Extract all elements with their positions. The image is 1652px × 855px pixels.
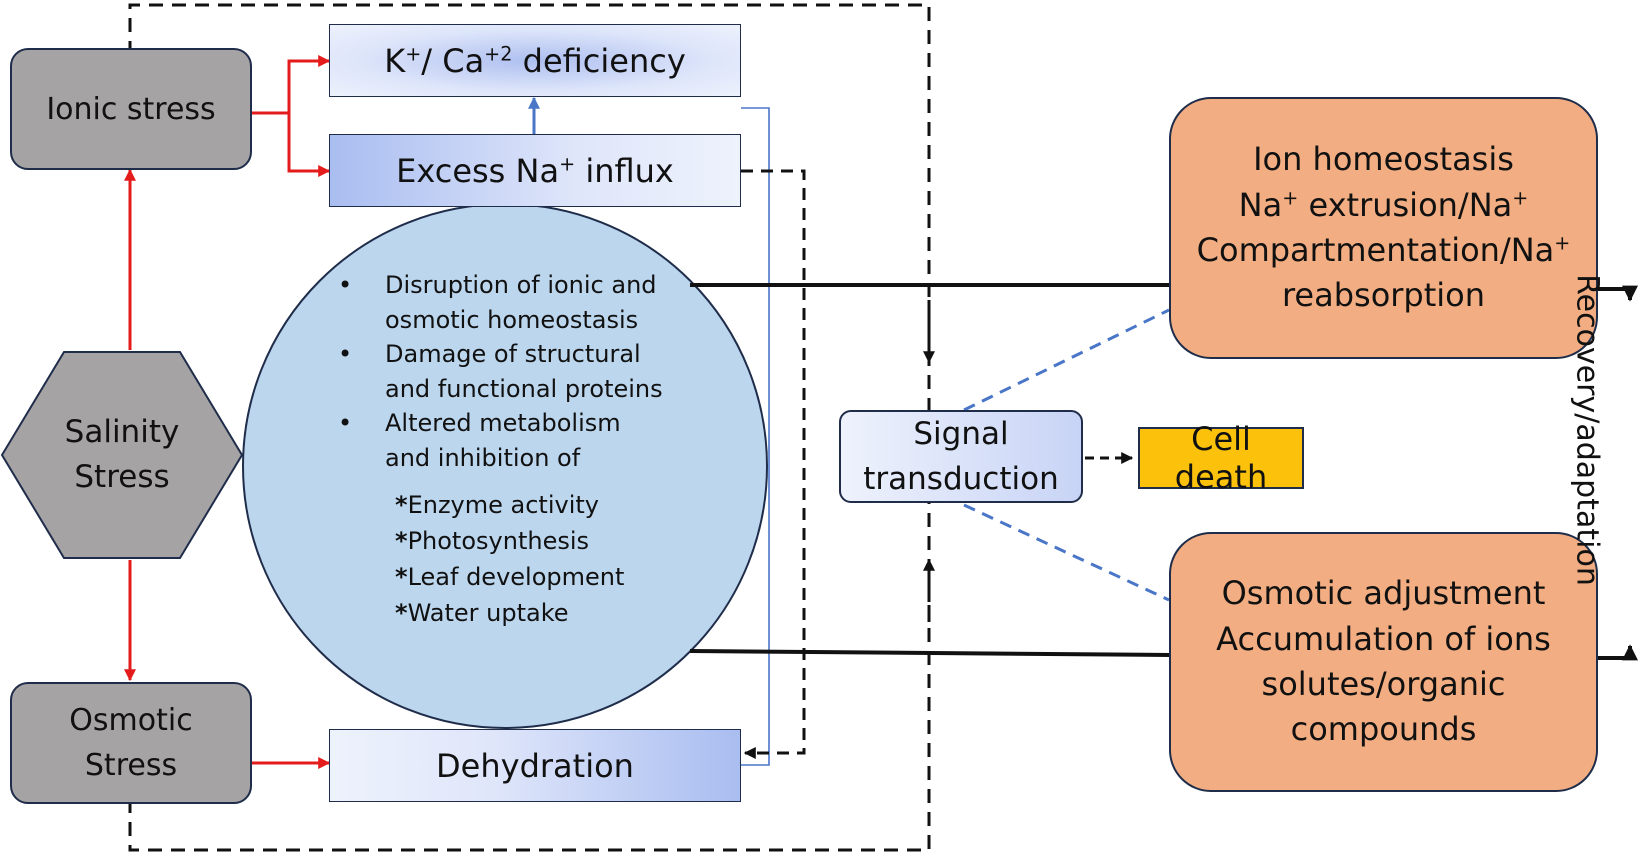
dashed-excess-to-dehydration <box>741 169 806 759</box>
arrow-ionic-branch <box>252 55 331 115</box>
recovery-adaptation-label: Recovery/adaptation <box>1569 274 1605 586</box>
arrow-ionic-to-excess <box>287 113 331 177</box>
recovery-bracket <box>1598 285 1638 302</box>
salinity-hexagon <box>0 351 244 559</box>
salinity-stress-label: Salinity Stress <box>64 414 180 495</box>
blue-dashed-signal-to-osmotic <box>963 503 1170 602</box>
inhibition-sublist: Enzyme activity Photosynthesis Leaf deve… <box>330 487 680 631</box>
osmotic-stress-box: Osmotic Stress <box>10 682 252 804</box>
recovery-bracket-bottom <box>1598 644 1638 661</box>
sub-item: Leaf development <box>395 559 680 595</box>
blue-bracket-line <box>741 107 770 766</box>
signal-transduction-box: Signal transduction <box>839 410 1083 503</box>
deficiency-box: K+/ Ca+2 deficiency <box>329 24 741 97</box>
ion-homeostasis-box: Ion homeostasis Na+ extrusion/Na+ Compar… <box>1169 97 1598 359</box>
dehydration-box: Dehydration <box>329 729 741 802</box>
sub-item: Water uptake <box>395 595 680 631</box>
osmotic-adjustment-box: Osmotic adjustment Accumulation of ions … <box>1169 532 1598 792</box>
sub-item: Enzyme activity <box>395 487 680 523</box>
line-circle-to-osmotic-adjustment <box>689 649 1171 657</box>
ionic-stress-box: Ionic stress <box>10 48 252 170</box>
excess-na-box: Excess Na+ influx <box>329 134 741 207</box>
sub-item: Photosynthesis <box>395 523 680 559</box>
blue-dashed-signal-to-ion <box>963 308 1170 412</box>
cell-death-box: Cell death <box>1138 420 1304 496</box>
